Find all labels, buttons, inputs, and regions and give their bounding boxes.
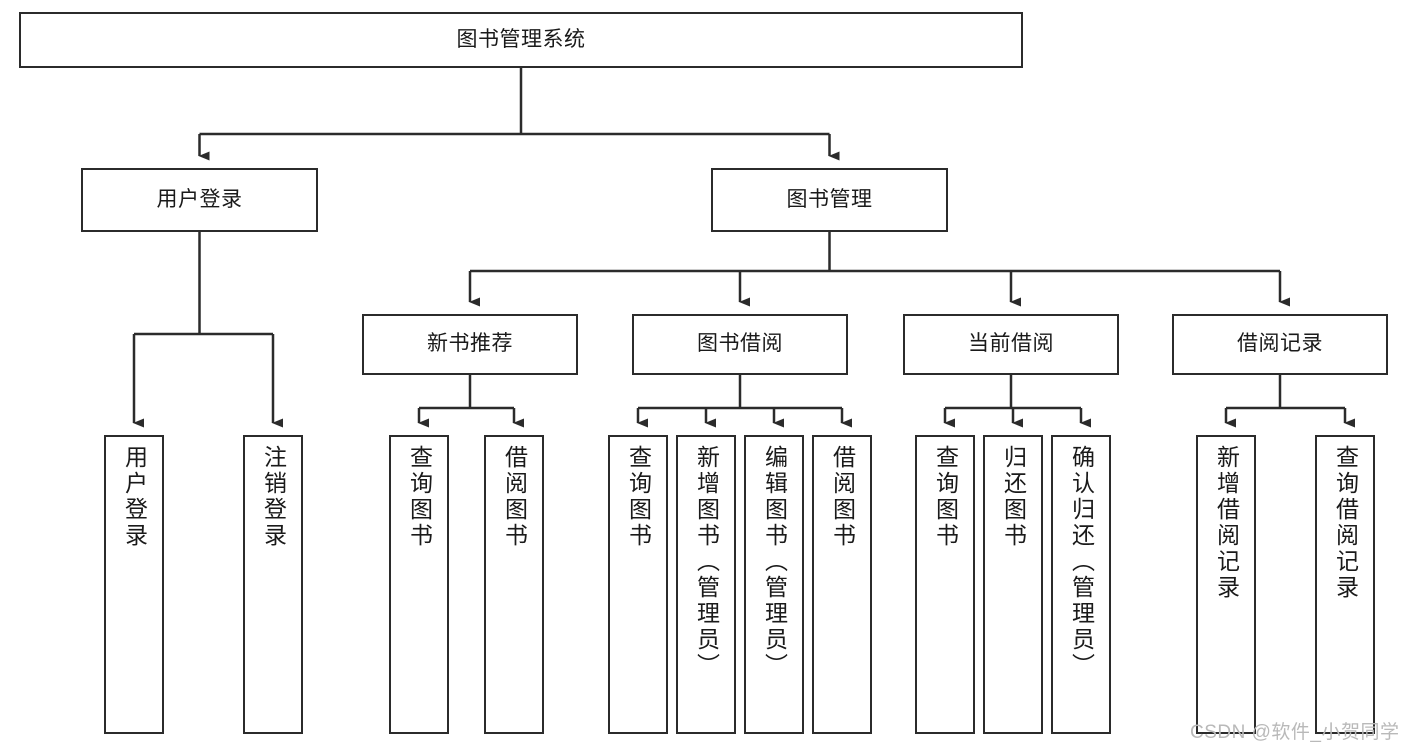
node-new-book-rec[interactable]: 新书推荐 — [362, 314, 578, 375]
node-label-borrow-record: 借阅记录 — [1237, 332, 1323, 356]
node-label-leaf-confirm-return: 确认归还（管理员） — [1068, 445, 1095, 679]
node-leaf-edit-book[interactable]: 编辑图书（管理员） — [744, 435, 804, 734]
node-current-borrow[interactable]: 当前借阅 — [903, 314, 1119, 375]
node-label-leaf-add-book: 新增图书（管理员） — [693, 445, 720, 679]
node-book-borrow[interactable]: 图书借阅 — [632, 314, 848, 375]
node-leaf-logout[interactable]: 注销登录 — [243, 435, 303, 734]
node-label-leaf-query-book-3: 查询图书 — [932, 445, 959, 549]
node-leaf-user-login[interactable]: 用户登录 — [104, 435, 164, 734]
node-leaf-return-book[interactable]: 归还图书 — [983, 435, 1043, 734]
node-label-leaf-logout: 注销登录 — [260, 445, 287, 549]
node-label-leaf-query-record: 查询借阅记录 — [1332, 445, 1359, 601]
node-leaf-borrow-book-2[interactable]: 借阅图书 — [812, 435, 872, 734]
node-label-leaf-query-book-1: 查询图书 — [406, 445, 433, 549]
node-leaf-add-record[interactable]: 新增借阅记录 — [1196, 435, 1256, 734]
node-label-new-book-rec: 新书推荐 — [427, 332, 513, 356]
node-root[interactable]: 图书管理系统 — [19, 12, 1023, 68]
node-label-leaf-query-book-2: 查询图书 — [625, 445, 652, 549]
node-leaf-query-book-3[interactable]: 查询图书 — [915, 435, 975, 734]
node-leaf-confirm-return[interactable]: 确认归还（管理员） — [1051, 435, 1111, 734]
node-leaf-borrow-book-1[interactable]: 借阅图书 — [484, 435, 544, 734]
node-label-leaf-add-record: 新增借阅记录 — [1213, 445, 1240, 601]
node-label-leaf-return-book: 归还图书 — [1000, 445, 1027, 549]
node-leaf-query-book-2[interactable]: 查询图书 — [608, 435, 668, 734]
node-book-manage[interactable]: 图书管理 — [711, 168, 948, 232]
node-label-root: 图书管理系统 — [456, 27, 586, 51]
node-label-book-manage: 图书管理 — [786, 187, 873, 211]
node-label-leaf-borrow-book-2: 借阅图书 — [829, 445, 856, 549]
node-label-leaf-edit-book: 编辑图书（管理员） — [761, 445, 788, 679]
edge-paths — [132, 68, 1355, 428]
node-borrow-record[interactable]: 借阅记录 — [1172, 314, 1388, 375]
node-leaf-query-book-1[interactable]: 查询图书 — [389, 435, 449, 734]
node-user-login[interactable]: 用户登录 — [81, 168, 318, 232]
node-label-current-borrow: 当前借阅 — [968, 332, 1054, 356]
node-label-leaf-borrow-book-1: 借阅图书 — [501, 445, 528, 549]
node-leaf-query-record[interactable]: 查询借阅记录 — [1315, 435, 1375, 734]
node-label-user-login: 用户登录 — [156, 187, 243, 211]
node-label-book-borrow: 图书借阅 — [697, 332, 783, 356]
node-label-leaf-user-login: 用户登录 — [121, 445, 148, 549]
node-leaf-add-book[interactable]: 新增图书（管理员） — [676, 435, 736, 734]
